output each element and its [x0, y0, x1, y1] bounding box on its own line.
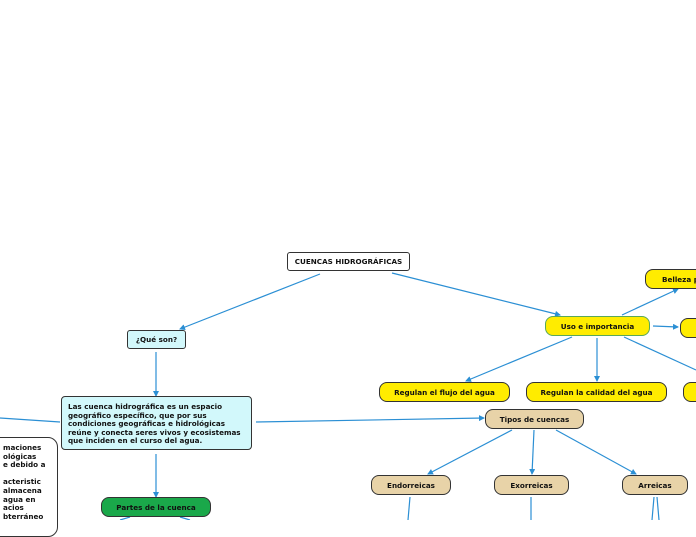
- left-fragment-line: acteristic: [3, 477, 41, 487]
- exorreicas-node[interactable]: Exorreicas: [494, 475, 569, 495]
- left-fragment-line: bterráneo: [3, 511, 44, 521]
- edge-root-que-son: [179, 273, 321, 330]
- edge-root-uso: [391, 272, 561, 317]
- edge-uso-right2: [623, 336, 696, 371]
- definicion-node[interactable]: Las cuenca hidrográfica es un espacio ge…: [61, 396, 252, 450]
- left-fragment-line: maciones: [3, 443, 42, 452]
- partes-node[interactable]: Partes de la cuenca: [101, 497, 211, 517]
- root-node[interactable]: CUENCAS HIDROGRÁFICAS: [287, 252, 410, 271]
- endorreicas-node[interactable]: Endorreicas: [371, 475, 451, 495]
- uso-node[interactable]: Uso e importancia: [545, 316, 650, 336]
- edge-uso-right: [652, 323, 679, 330]
- edge-arreicas-down1: [651, 496, 655, 520]
- edge-tipos-arreicas: [555, 429, 637, 475]
- edge-uso-flujo: [465, 336, 573, 382]
- connector-lines: [0, 272, 696, 520]
- left-fragment-line: almacena: [3, 485, 42, 495]
- edge-tipos-exorreicas: [529, 429, 536, 475]
- belleza-node[interactable]: Belleza p: [645, 269, 696, 289]
- arreicas-node[interactable]: Arreicas: [622, 475, 688, 495]
- edge-endorreicas-down: [407, 496, 411, 520]
- left-fragment-node[interactable]: maciones ológicas e debido a acteristic …: [0, 437, 58, 537]
- left-fragment-line: acios: [3, 503, 24, 513]
- edge-arreicas-down2: [656, 496, 660, 520]
- que-son-node[interactable]: ¿Qué son?: [127, 330, 186, 349]
- right-node-2[interactable]: [680, 318, 696, 338]
- left-fragment-line: e debido a: [3, 460, 46, 470]
- tipos-node[interactable]: Tipos de cuencas: [485, 409, 584, 429]
- regulan-flujo-node[interactable]: Regulan el flujo del agua: [379, 382, 510, 402]
- right-node-3[interactable]: [683, 382, 696, 402]
- left-fragment-line: agua en: [3, 494, 36, 504]
- edge-definicion-tipos: [255, 415, 485, 423]
- left-fragment-line: ológicas: [3, 451, 37, 461]
- edge-tipos-endorreicas: [427, 429, 513, 475]
- regulan-calidad-node[interactable]: Regulan la calidad del agua: [526, 382, 667, 402]
- edge-definicion-left: [0, 417, 61, 423]
- edge-uso-belleza: [621, 288, 679, 316]
